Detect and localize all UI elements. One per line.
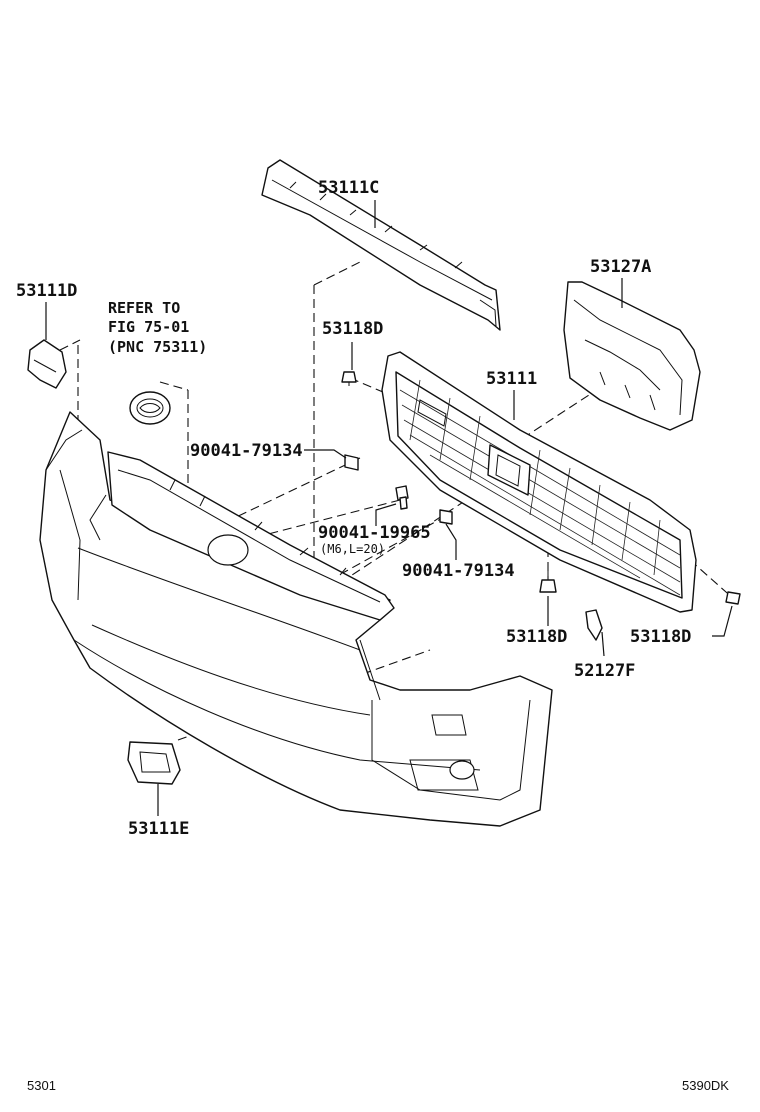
label-53111: 53111 [486,369,537,389]
label-90041-19965-spec: (M6,L=20) [320,542,385,556]
upper-bumper-panel [107,451,395,621]
label-90041-79134-left: 90041-79134 [190,441,303,461]
leader-lines [45,200,733,816]
labels: 53111C 53127A 53111D REFER TO FIG 75-01 … [16,178,691,839]
footer-left-code: 5301 [27,1078,56,1093]
label-53111D: 53111D [16,281,77,301]
bolt-90041-19965 [395,485,409,510]
label-53118D-mid: 53118D [506,627,567,647]
clip-53118D-right [725,591,741,605]
label-53111E: 53111E [128,819,189,839]
nut-90041-79134-right [439,509,453,525]
refer-note-line1: REFER TO [108,299,180,317]
label-53127A: 53127A [590,257,651,277]
grille-mesh [399,379,681,596]
label-53118D-right: 53118D [630,627,691,647]
label-90041-19965: 90041-19965 [318,523,431,543]
label-53118D-top: 53118D [322,319,383,339]
refer-note-line3: (PNC 75311) [108,338,207,356]
fasteners [341,371,741,641]
clip-53118D-top [341,371,357,386]
part-53127A-bracket [563,281,701,431]
part-52127F-cover [585,609,603,641]
part-53111D-side-piece [27,339,67,389]
label-52127F: 52127F [574,661,635,681]
emblem [129,391,171,425]
label-90041-79134-right: 90041-79134 [402,561,515,581]
refer-note-line2: FIG 75-01 [108,318,189,336]
front-bumper-cover [39,411,553,827]
label-53111C: 53111C [318,178,379,198]
part-53111E-fog-cover [127,741,181,785]
part-53111C-upper-molding [261,159,501,331]
nut-90041-79134-left [344,454,359,471]
footer-right-code: 5390DK [682,1078,729,1093]
clip-53118D-mid [539,568,557,593]
part-53111-radiator-grille [381,351,697,613]
